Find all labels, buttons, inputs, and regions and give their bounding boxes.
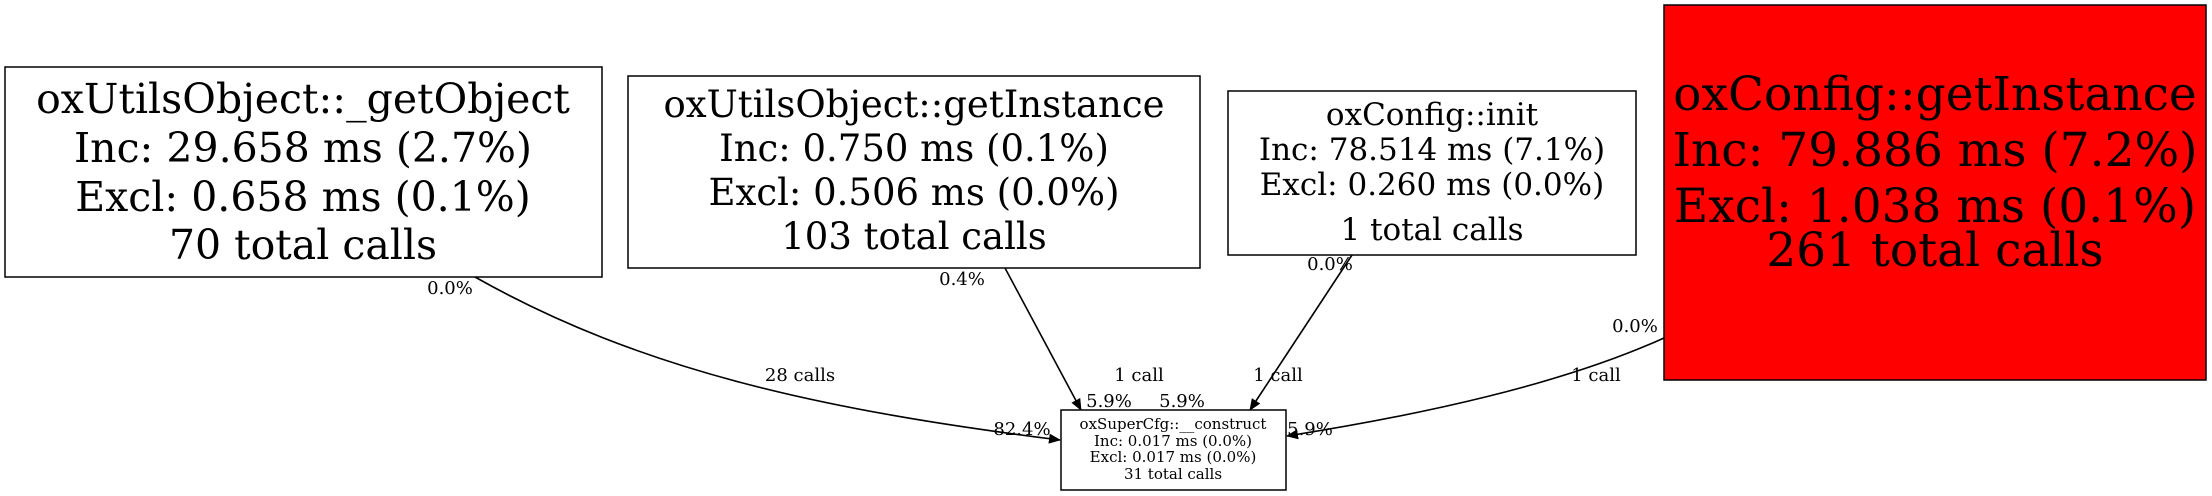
node-box <box>1663 4 2207 381</box>
node-box <box>1060 409 1287 491</box>
node-calls: 261 total calls <box>1766 223 2103 278</box>
node-box <box>4 66 603 278</box>
node-oxconfig-getinstance[interactable]: oxConfig::getInstance Inc: 79.886 ms (7.… <box>1663 4 2207 381</box>
node-box <box>627 75 1201 269</box>
node-exclusive: Excl: 0.017 ms (0.0%) <box>1090 448 1257 466</box>
node-box <box>1227 90 1637 256</box>
node-inclusive: Inc: 29.658 ms (2.7%) <box>74 124 532 172</box>
edge-line <box>1249 254 1353 411</box>
node-calls: 1 total calls <box>1341 212 1524 248</box>
node-inclusive: Inc: 79.886 ms (7.2%) <box>1672 123 2197 178</box>
node-inclusive: Inc: 78.514 ms (7.1%) <box>1259 132 1605 168</box>
edge-tail-label: 0.0% <box>1612 316 1658 337</box>
edge-head-label: 5.9% <box>1287 419 1333 440</box>
node-calls: 31 total calls <box>1124 465 1222 483</box>
edge-tail-label: 0.0% <box>427 278 473 299</box>
edge-calls-label: 1 call <box>1571 365 1621 386</box>
node-exclusive: Excl: 0.260 ms (0.0%) <box>1260 167 1604 203</box>
node-oxconfig-init[interactable]: oxConfig::init Inc: 78.514 ms (7.1%) Exc… <box>1227 90 1637 256</box>
edge-line <box>474 276 1061 444</box>
node-calls: 70 total calls <box>169 221 437 269</box>
edge-tail-label: 0.4% <box>939 269 985 290</box>
node-exclusive: Excl: 0.658 ms (0.1%) <box>75 173 530 221</box>
edge-calls-label: 1 call <box>1114 365 1164 386</box>
node-name: oxSuperCfg::__construct <box>1080 415 1267 433</box>
node-oxsupercfg-construct[interactable]: oxSuperCfg::__construct Inc: 0.017 ms (0… <box>1060 409 1287 491</box>
node-exclusive: Excl: 1.038 ms (0.1%) <box>1674 179 2196 234</box>
node-inclusive: Inc: 0.750 ms (0.1%) <box>719 127 1109 170</box>
edge-head-label: 5.9% <box>1086 391 1132 412</box>
edge-calls-label: 28 calls <box>765 365 835 386</box>
edge-tail-label: 0.0% <box>1307 254 1353 275</box>
node-exclusive: Excl: 0.506 ms (0.0%) <box>708 171 1119 214</box>
edge-getinstance-to-construct: 0.4% 1 call 5.9% <box>939 267 1164 412</box>
node-name: oxUtilsObject::_getObject <box>36 75 570 123</box>
node-name: oxConfig::init <box>1326 97 1539 133</box>
edge-getobject-to-construct: 0.0% 28 calls 82.4% <box>427 276 1061 444</box>
edge-head-label: 82.4% <box>993 419 1050 440</box>
edge-configgetinstance-to-construct: 0.0% 1 call 5.9% <box>1286 316 1665 440</box>
node-inclusive: Inc: 0.017 ms (0.0%) <box>1094 432 1252 450</box>
edge-configinit-to-construct: 0.0% 1 call 5.9% <box>1159 254 1353 412</box>
node-name: oxUtilsObject::getInstance <box>663 83 1164 126</box>
node-calls: 103 total calls <box>781 215 1047 258</box>
node-oxutilsobject-getinstance[interactable]: oxUtilsObject::getInstance Inc: 0.750 ms… <box>627 75 1201 269</box>
edge-line <box>1286 337 1665 440</box>
edge-head-label: 5.9% <box>1159 391 1205 412</box>
edge-line <box>1004 267 1082 411</box>
edge-calls-label: 1 call <box>1253 365 1303 386</box>
node-name: oxConfig::getInstance <box>1673 67 2197 122</box>
node-oxutilsobject-getobject[interactable]: oxUtilsObject::_getObject Inc: 29.658 ms… <box>4 66 603 278</box>
